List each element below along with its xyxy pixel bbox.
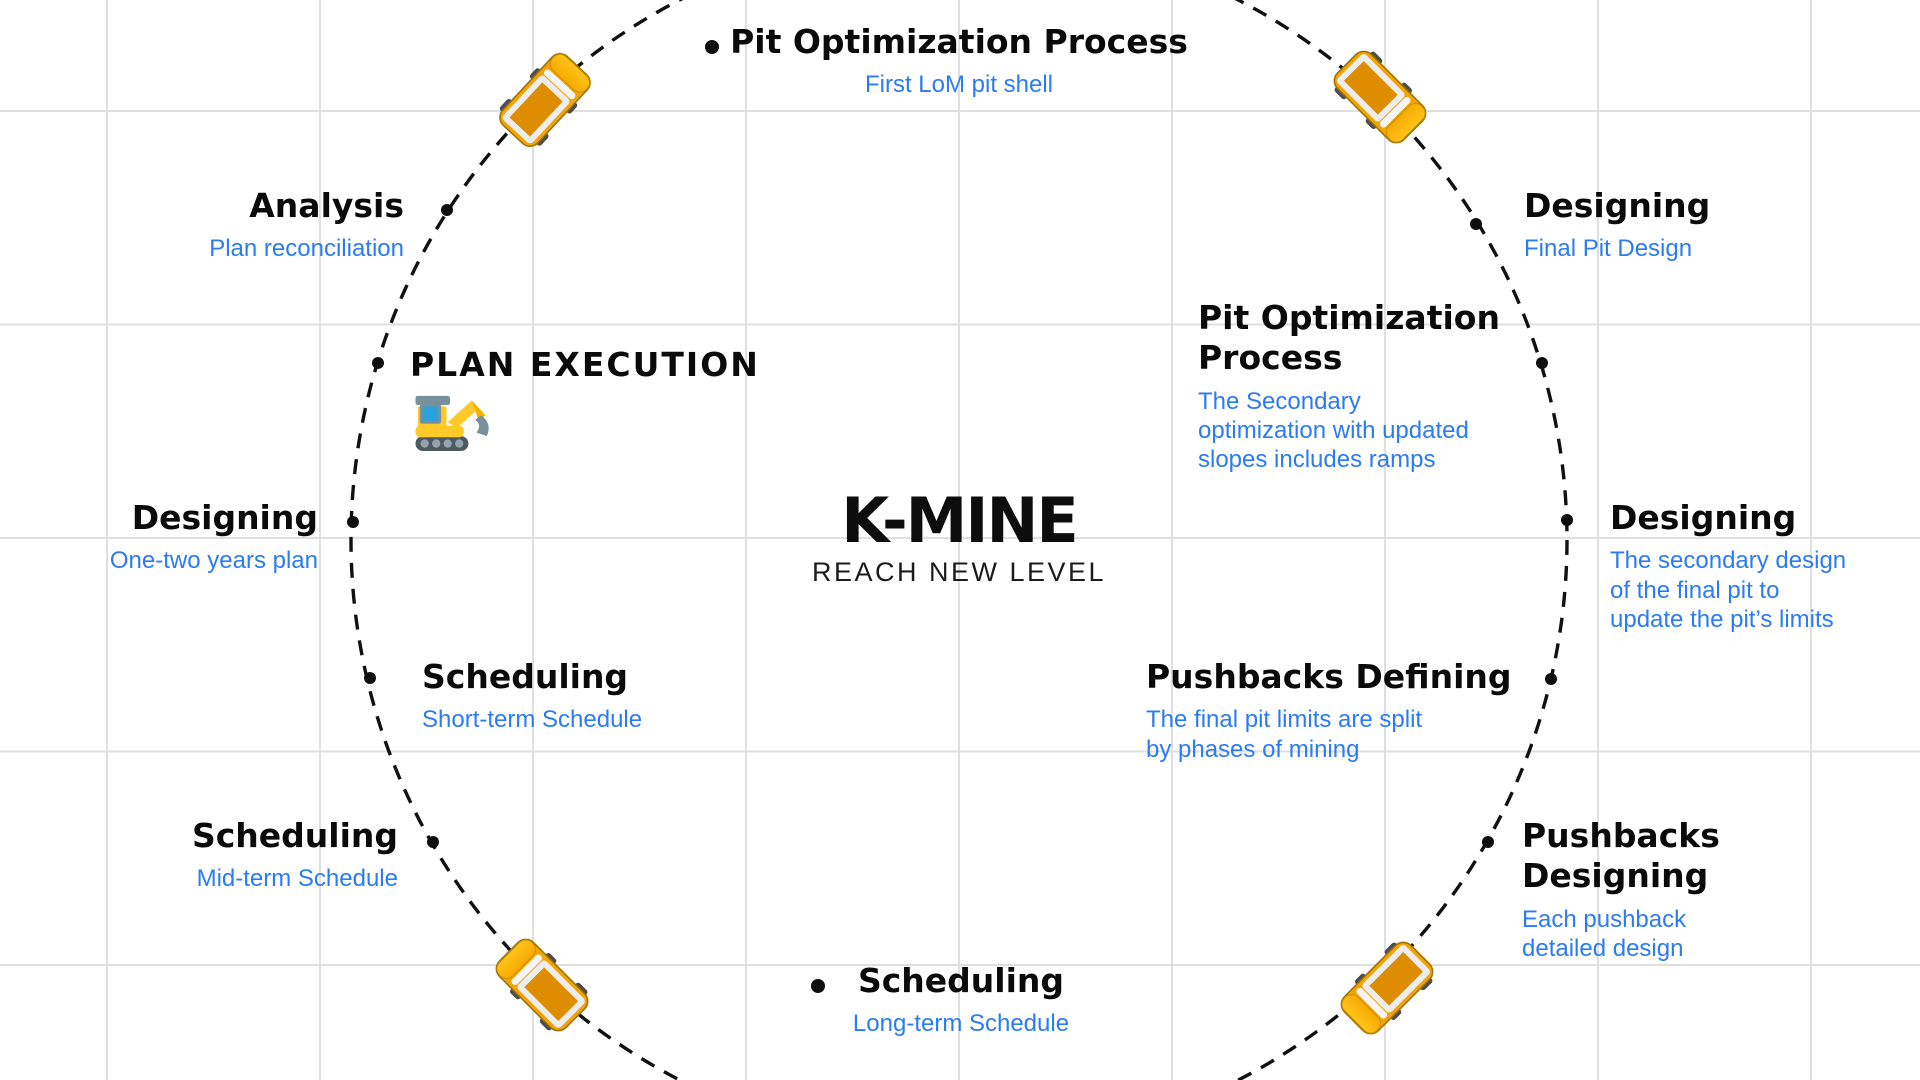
stage-subtitle: Final Pit Design — [1524, 235, 1693, 263]
cycle-node-dot — [372, 357, 384, 369]
stage-scheduling-long-term: Scheduling Long-term Schedule — [853, 961, 1069, 1039]
stage-subtitle: First LoM pit shell — [864, 71, 1054, 99]
stage-title: Scheduling — [422, 657, 629, 696]
stage-scheduling-mid-term: Scheduling Mid-term Schedule — [192, 816, 398, 894]
cycle-node-dot — [347, 516, 359, 528]
stage-designing-one-two-years: Designing One-two years plan — [110, 498, 318, 576]
stage-title: Analysis — [249, 186, 404, 225]
kmine-logo-wordmark: K-MINE — [841, 484, 1078, 557]
stage-subtitle: The final pit limits are split by phases… — [1146, 706, 1423, 763]
stage-subtitle: Mid-term Schedule — [196, 865, 398, 893]
stage-title: Pushbacks Designing — [1522, 816, 1720, 896]
stage-title: Designing — [1524, 186, 1711, 225]
stage-title: Scheduling — [857, 961, 1065, 1000]
dump-truck-icon — [1333, 934, 1441, 1042]
stage-subtitle: Plan reconciliation — [209, 235, 404, 263]
stage-plan-execution: PLAN EXECUTION — [410, 345, 760, 385]
stage-scheduling-short-term: Scheduling Short-term Schedule — [422, 657, 642, 735]
cycle-node-dot — [1470, 218, 1482, 230]
bullet-dot — [705, 40, 719, 54]
cycle-node-dot — [427, 836, 439, 848]
kmine-logo: K-MINE REACH NEW LEVEL — [812, 488, 1106, 588]
stage-title: Pit Optimization Process — [1198, 298, 1500, 378]
stage-subtitle: Long-term Schedule — [852, 1010, 1070, 1038]
stage-title: Designing — [1610, 498, 1797, 537]
cycle-node-dot — [364, 672, 376, 684]
stage-pit-optimization-secondary: Pit Optimization Process The Secondary o… — [1198, 298, 1500, 474]
cycle-node-dot — [441, 204, 453, 216]
dump-truck-icon — [1326, 43, 1434, 151]
stage-title: Designing — [131, 498, 318, 537]
stage-pit-optimization-first: Pit Optimization Process First LoM pit s… — [730, 22, 1188, 100]
bullet-dot — [811, 979, 825, 993]
stage-designing-final-pit: Designing Final Pit Design — [1524, 186, 1710, 264]
stage-subtitle: Short-term Schedule — [422, 706, 643, 734]
kmine-logo-tagline: REACH NEW LEVEL — [811, 557, 1107, 588]
cycle-node-dot — [1561, 514, 1573, 526]
cycle-node-dot — [1536, 357, 1548, 369]
excavator-icon — [414, 394, 491, 453]
stage-pushbacks-designing: Pushbacks Designing Each pushback detail… — [1522, 816, 1720, 963]
stage-title: Scheduling — [191, 816, 398, 855]
stage-subtitle: The secondary design of the final pit to… — [1610, 547, 1847, 633]
stage-title: Pushbacks Defining — [1146, 657, 1512, 696]
stage-title: PLAN EXECUTION — [410, 345, 760, 384]
stage-analysis: Analysis Plan reconciliation — [209, 186, 404, 264]
stage-pushbacks-defining: Pushbacks Defining The final pit limits … — [1146, 657, 1512, 764]
stage-designing-secondary: Designing The secondary design of the fi… — [1610, 498, 1846, 634]
stage-subtitle: Each pushback detailed design — [1522, 905, 1687, 962]
stage-subtitle: One-two years plan — [109, 547, 318, 575]
dump-truck-icon — [488, 931, 596, 1039]
stage-title: Pit Optimization Process — [730, 22, 1188, 61]
cycle-node-dots — [347, 40, 1573, 993]
cycle-node-dot — [1482, 836, 1494, 848]
stage-subtitle: The Secondary optimization with updated … — [1198, 387, 1469, 474]
cycle-node-dot — [1545, 673, 1557, 685]
cycle-dashed-path — [349, 0, 1569, 1080]
